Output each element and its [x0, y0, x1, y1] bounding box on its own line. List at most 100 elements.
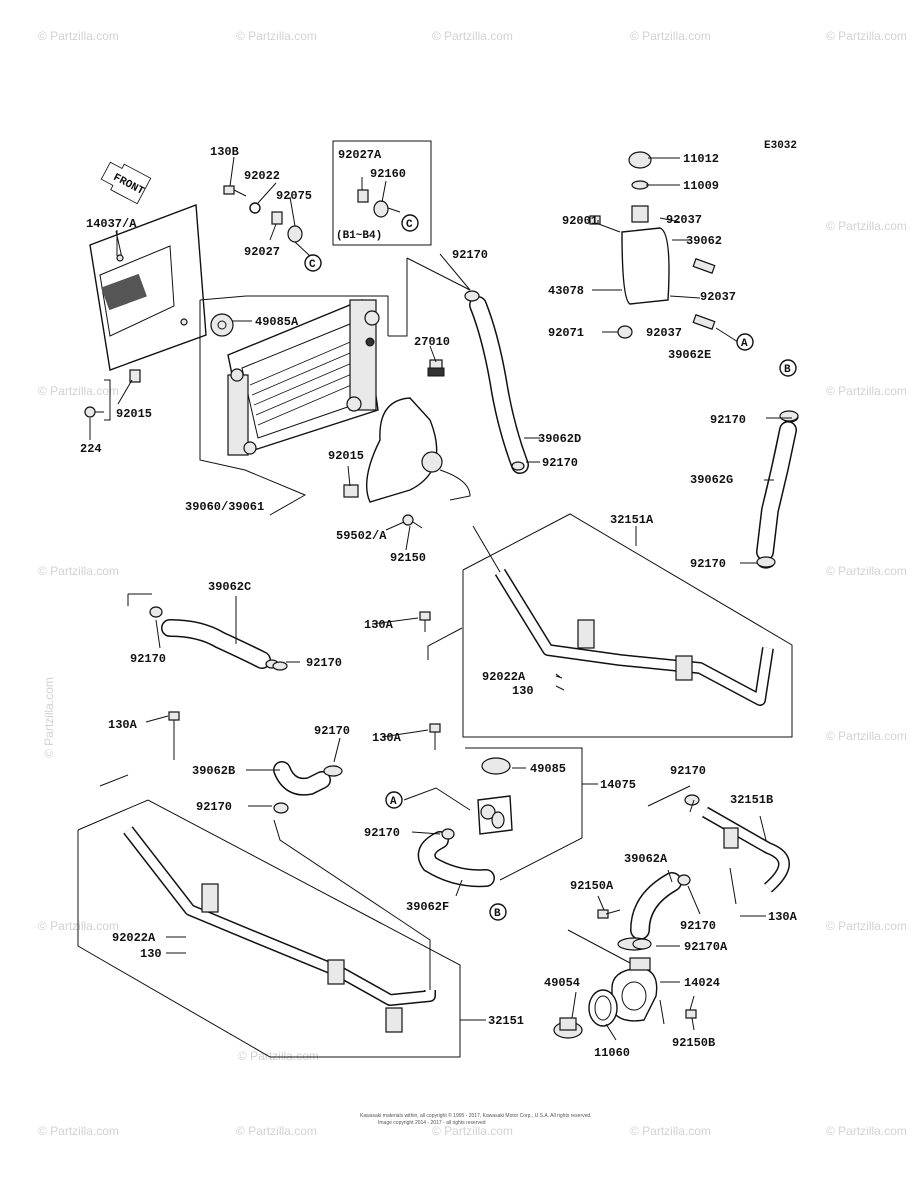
part-label: 92150A [570, 879, 614, 893]
watermark: © Partzilla.com [826, 919, 907, 933]
svg-text:A: A [741, 338, 748, 350]
gasket-11060 [588, 989, 618, 1027]
callout-b: B [779, 359, 797, 377]
part-label: 92037 [666, 213, 702, 227]
part-label: 130A [108, 718, 138, 732]
part-label: 14075 [600, 778, 636, 792]
part-label: 92170 [314, 724, 350, 738]
part-label: 92001 [562, 214, 598, 228]
bolt-130b [223, 185, 247, 197]
diagram-code: E3032 [764, 140, 797, 152]
callout-c: C [304, 254, 322, 272]
part-label: 92170 [196, 800, 232, 814]
part-label: 130 [512, 684, 534, 698]
washer-92022 [249, 202, 261, 214]
bolt-130a [429, 723, 441, 750]
part-label: 11012 [683, 152, 719, 166]
part-label: 49054 [544, 976, 580, 990]
part-label: 92150 [390, 551, 426, 565]
part-label: 130B [210, 145, 239, 159]
radiator-screen [89, 204, 207, 371]
part-label: 130A [372, 731, 402, 745]
part-label: 130A [364, 618, 394, 632]
part-label: 92071 [548, 326, 584, 340]
watermark: © Partzilla.com [826, 564, 907, 578]
part-label: 92170 [452, 248, 488, 262]
part-label: 92170 [670, 764, 706, 778]
part-label: 49085A [255, 315, 299, 329]
hose-39062d [464, 290, 529, 474]
part-label: 32151B [730, 793, 773, 807]
watermark: © Partzilla.com [826, 384, 907, 398]
thermostat-housing [477, 757, 513, 835]
watermark: © Partzilla.com [826, 219, 907, 233]
part-label: 39062G [690, 473, 733, 487]
watermark: © Partzilla.com [826, 1124, 907, 1138]
part-label: 49085 [530, 762, 566, 776]
radiator [210, 299, 380, 456]
svg-text:C: C [309, 259, 316, 271]
variant-box [332, 140, 432, 246]
watermark: © Partzilla.com [238, 1049, 319, 1063]
part-label: 11009 [683, 179, 719, 193]
copyright-line: Image copyright 2014 - 2017 · all rights… [378, 1120, 486, 1126]
part-label: 92170 [680, 919, 716, 933]
part-label: 130 [140, 947, 162, 961]
part-label: 92027 [244, 245, 280, 259]
bolt-130a [168, 711, 180, 760]
watermark: © Partzilla.com [630, 29, 711, 43]
part-label: 27010 [414, 335, 450, 349]
part-label: 92160 [370, 167, 406, 181]
part-label: 43078 [548, 284, 584, 298]
part-label: 92022A [112, 931, 156, 945]
callout-b: B [489, 903, 507, 921]
callout-c: C [401, 214, 419, 232]
watermark: © Partzilla.com [630, 1124, 711, 1138]
clip-92015 [129, 369, 141, 383]
part-label: 92170A [684, 940, 728, 954]
part-label: 39062A [624, 852, 668, 866]
collar-92027 [271, 211, 283, 225]
radiator-cap-49054 [553, 1017, 583, 1039]
svg-text:A: A [390, 796, 397, 808]
part-label: 39062 [686, 234, 722, 248]
part-label: 39062B [192, 764, 235, 778]
part-label: 92022A [482, 670, 526, 684]
watermark: © Partzilla.com [432, 29, 513, 43]
part-label: 92037 [700, 290, 736, 304]
watermark: © Partzilla.com [38, 29, 119, 43]
bolt-92150b [685, 995, 697, 1019]
part-label: 92150B [672, 1036, 715, 1050]
part-label: 59502/A [336, 529, 387, 543]
callout-a: A [385, 791, 403, 809]
pipe-32151b [702, 806, 790, 893]
part-label: 39060/39061 [185, 500, 264, 514]
watermark: © Partzilla.com [826, 29, 907, 43]
part-label: 39062E [668, 348, 711, 362]
part-label: 11060 [594, 1046, 630, 1060]
bolt-92150 [402, 514, 423, 529]
part-label: 92170 [306, 656, 342, 670]
part-label: 92037 [646, 326, 682, 340]
part-label: 92027A [338, 148, 382, 162]
leader-lines [89, 156, 792, 1041]
cooling-fan [343, 397, 471, 503]
hose-39062g [756, 411, 799, 569]
part-label: 92015 [116, 407, 152, 421]
part-label: 92170 [130, 652, 166, 666]
watermark: © Partzilla.com [826, 729, 907, 743]
pipe-32151a [494, 568, 774, 706]
watermark-vertical: © Partzilla.com [42, 677, 56, 758]
bolt-130a [419, 611, 431, 632]
part-label: 130A [768, 910, 798, 924]
callout-a: A [736, 333, 754, 351]
hose-39062c [149, 606, 279, 669]
watermark: © Partzilla.com [432, 1124, 513, 1138]
watermark: © Partzilla.com [38, 564, 119, 578]
reservoir-tank [587, 151, 716, 339]
hose-39062a [630, 872, 682, 940]
pipe-32151 [123, 826, 436, 1033]
part-labels: 11012 11009 92001 92037 39062 43078 9203… [80, 145, 798, 1060]
copyright-line: Kawasaki materials within, all copyright… [360, 1112, 592, 1119]
svg-text:B: B [494, 908, 501, 920]
